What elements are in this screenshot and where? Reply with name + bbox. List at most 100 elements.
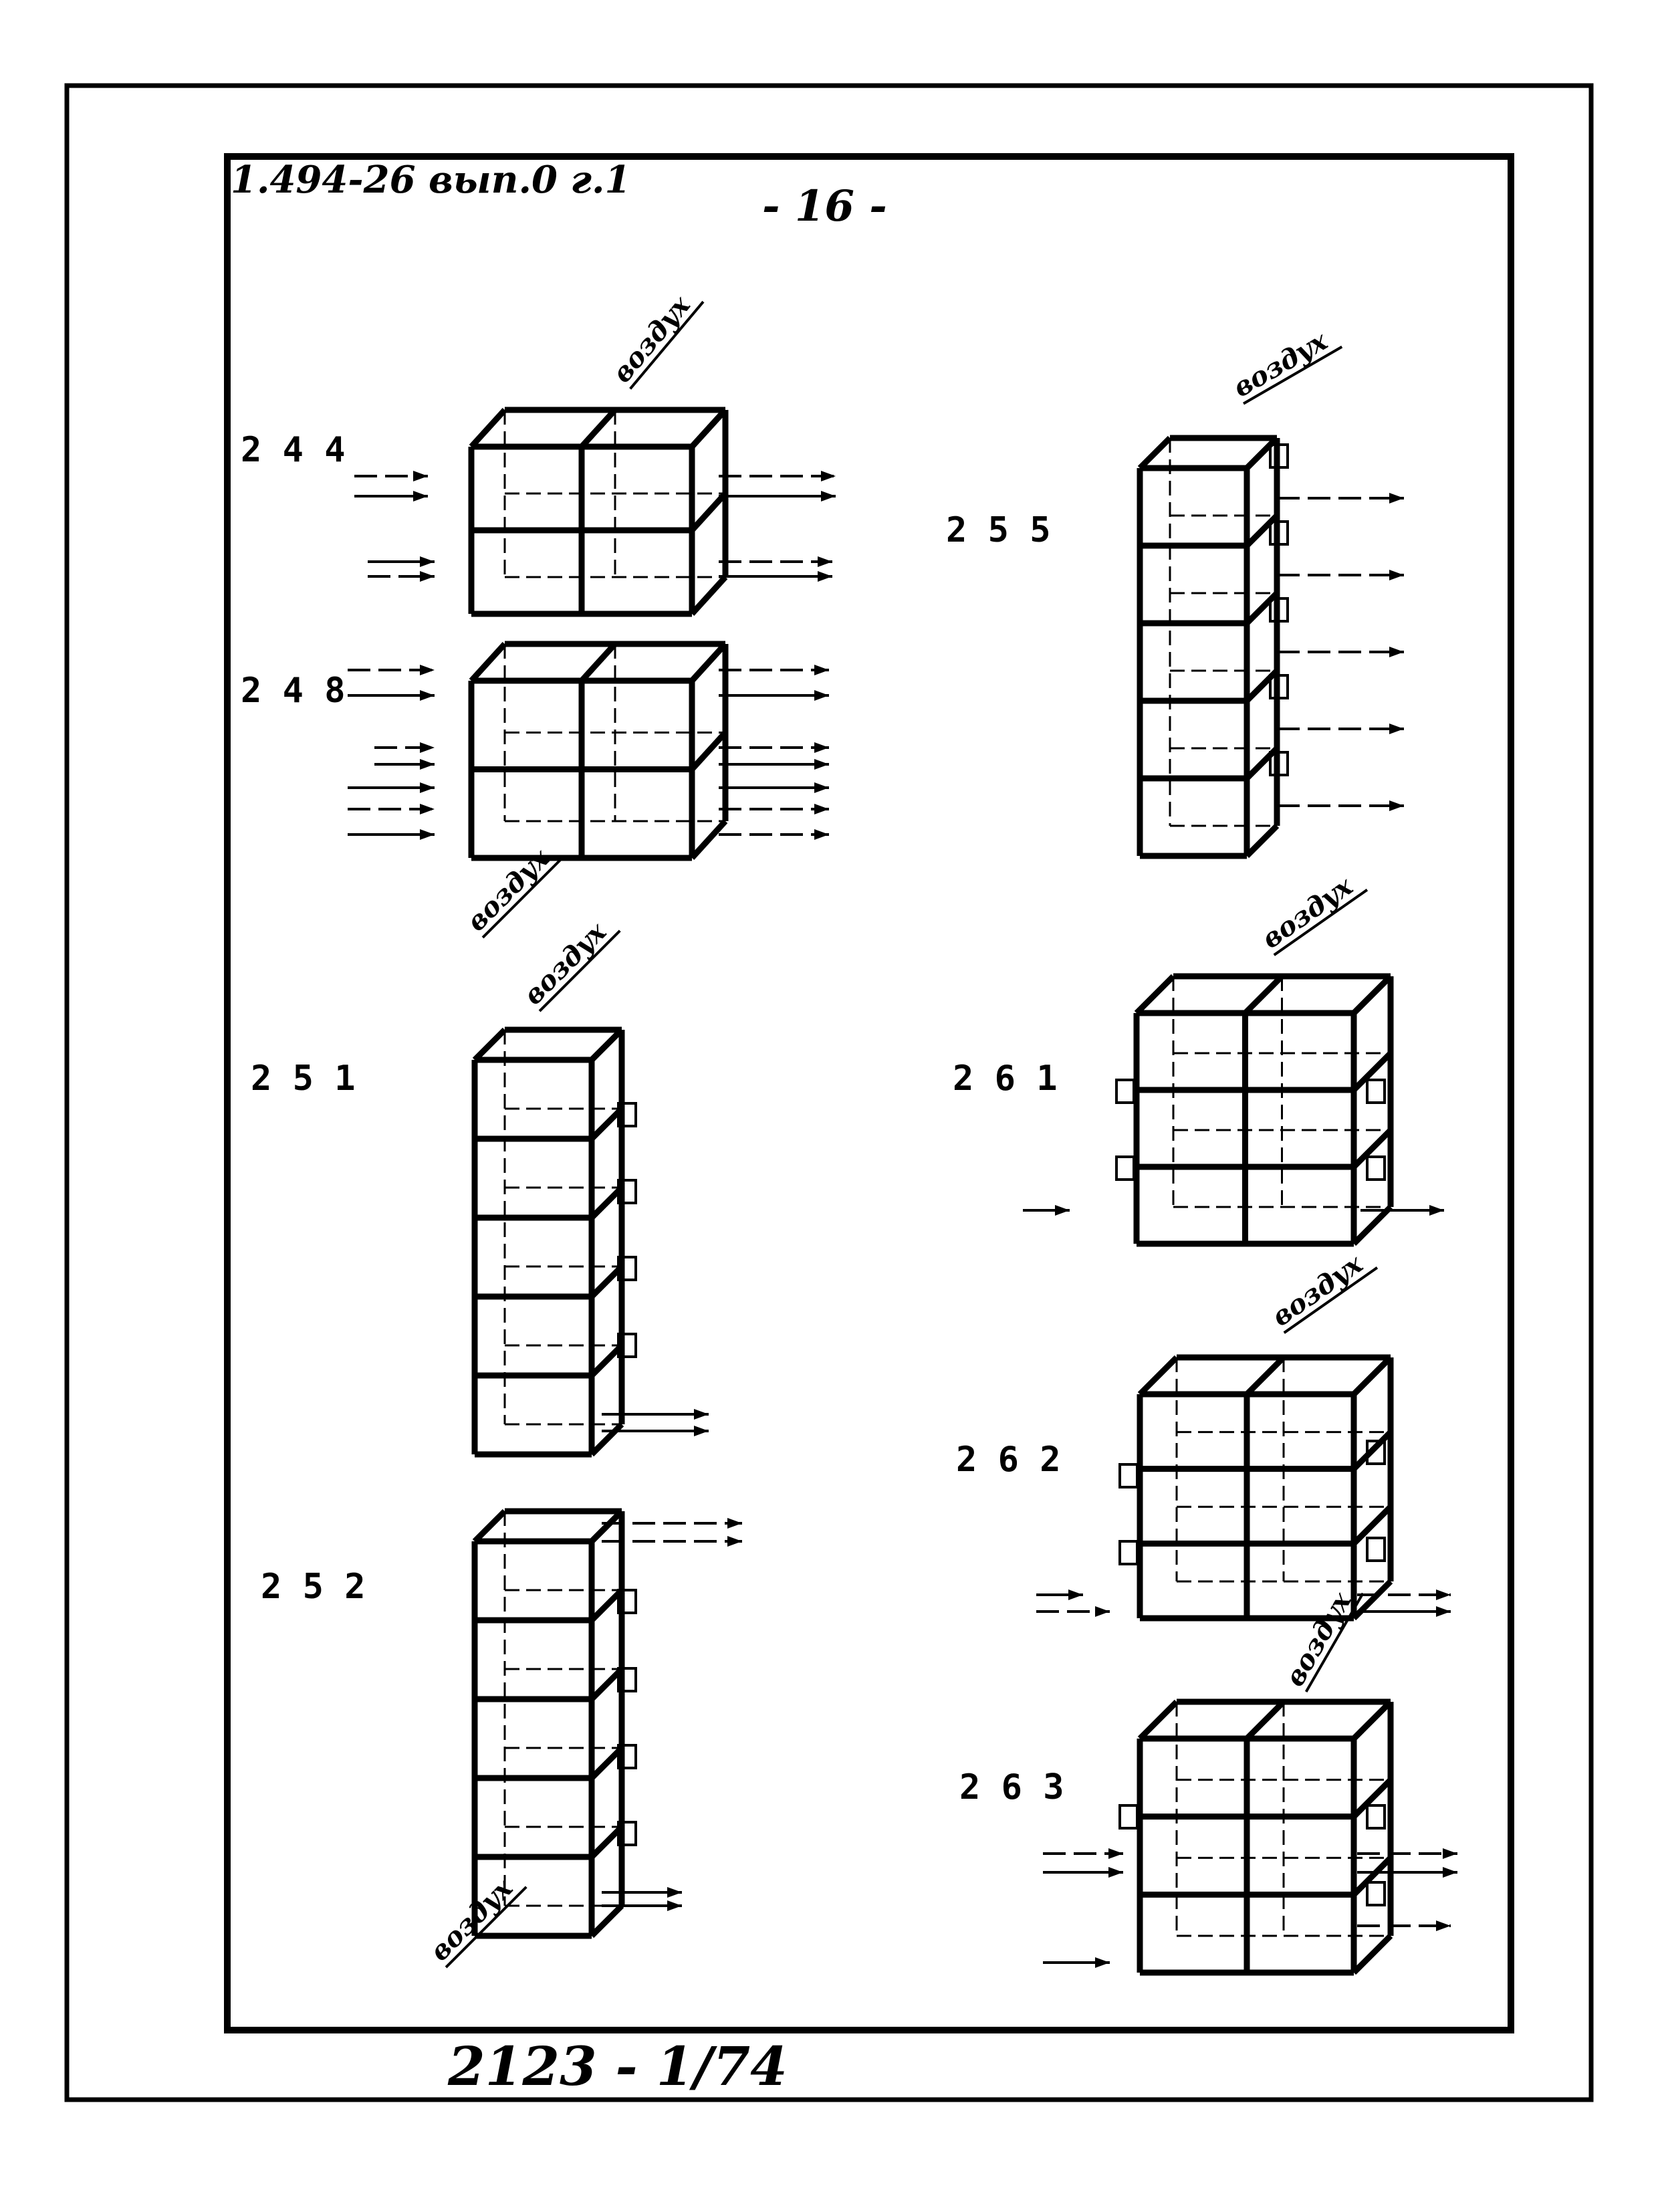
- frame-edge: [469, 641, 507, 683]
- nozzle-stub: [1118, 1540, 1139, 1565]
- unit-261-drawing: [1023, 973, 1444, 1247]
- frame-edge: [689, 818, 728, 861]
- flow-arrowhead: [667, 1900, 682, 1911]
- nozzle-stub: [1118, 1463, 1139, 1488]
- flow-arrowhead: [1055, 1205, 1070, 1216]
- flow-arrowhead: [420, 759, 435, 770]
- unit-number-261: 2 6 1: [953, 1059, 1058, 1099]
- frame-edge: [469, 407, 507, 449]
- flow-arrowhead: [818, 571, 832, 582]
- flow-arrowhead: [420, 804, 435, 814]
- flow-arrowhead: [1389, 493, 1404, 504]
- flow-arrowhead: [1436, 1920, 1451, 1931]
- frame-edge: [589, 1587, 624, 1623]
- frame-edge: [1134, 974, 1176, 1016]
- flow-arrowhead: [420, 690, 435, 701]
- nozzle-stub: [617, 1256, 637, 1281]
- frame-edge: [589, 1185, 624, 1220]
- outer-border: [64, 83, 1594, 2102]
- flow-arrowhead: [727, 1518, 742, 1529]
- flow-arrowhead: [814, 829, 829, 840]
- frame-edge: [589, 1509, 624, 1544]
- flow-arrowhead: [814, 742, 829, 753]
- frame-edge: [1244, 1355, 1286, 1397]
- flow-arrowhead: [1436, 1606, 1451, 1617]
- page-number: - 16 -: [762, 181, 887, 231]
- nozzle-stub: [617, 1667, 637, 1692]
- flow-arrowhead: [420, 742, 435, 753]
- frame-edge: [589, 1666, 624, 1702]
- frame-edge: [589, 1027, 624, 1063]
- flow-arrowhead: [667, 1887, 682, 1898]
- frame-edge: [1244, 823, 1280, 859]
- flow-arrowhead: [1108, 1848, 1123, 1859]
- unit-number-263: 2 6 3: [959, 1767, 1064, 1807]
- flow-arrowhead: [1443, 1867, 1457, 1878]
- frame-edge: [589, 1343, 624, 1378]
- frame-edge: [1351, 1050, 1393, 1093]
- nozzle-stub: [1118, 1804, 1139, 1830]
- flow-arrowhead: [821, 491, 836, 502]
- frame-edge: [1351, 1505, 1393, 1546]
- frame-edge: [1351, 1127, 1393, 1170]
- nozzle-stub: [1366, 1881, 1386, 1906]
- inner-frame: [224, 153, 1514, 2033]
- frame-edge: [1351, 1430, 1393, 1471]
- frame-edge: [472, 1027, 507, 1063]
- flow-arrowhead: [413, 471, 428, 481]
- nozzle-stub: [617, 1821, 637, 1846]
- frame-edge: [1243, 974, 1284, 1016]
- flow-arrowhead: [814, 665, 829, 675]
- flow-arrowhead: [420, 556, 435, 567]
- unit-252-drawing: [471, 1508, 742, 1939]
- flow-arrowhead: [818, 556, 832, 567]
- flow-arrowhead: [413, 491, 428, 502]
- flow-arrowhead: [1389, 724, 1404, 734]
- nozzle-stub: [1366, 1440, 1386, 1465]
- unit-number-252: 2 5 2: [261, 1567, 366, 1607]
- flow-arrowhead: [814, 759, 829, 770]
- flow-arrowhead: [814, 804, 829, 814]
- flow-arrowhead: [1389, 800, 1404, 811]
- frame-edge: [589, 1264, 624, 1299]
- unit-248-drawing: [348, 641, 829, 861]
- frame-edge: [1351, 1933, 1393, 1975]
- frame-edge: [589, 1106, 624, 1141]
- flow-arrowhead: [1108, 1867, 1123, 1878]
- unit-number-262: 2 6 2: [956, 1440, 1061, 1480]
- frame-edge: [1351, 1699, 1393, 1741]
- unit-251-drawing: [471, 1026, 709, 1458]
- frame-edge: [1351, 1856, 1393, 1897]
- flow-arrowhead: [1389, 647, 1404, 657]
- nozzle-stub: [617, 1179, 637, 1204]
- frame-edge: [579, 407, 618, 449]
- frame-edge: [589, 1903, 624, 1939]
- nozzle-stub: [1366, 1079, 1386, 1104]
- flow-arrowhead: [420, 782, 435, 793]
- nozzle-stub: [1269, 597, 1289, 623]
- frame-edge: [1137, 1699, 1179, 1741]
- unit-number-251: 2 5 1: [251, 1059, 356, 1099]
- frame-edge: [689, 491, 728, 533]
- flow-arrowhead: [694, 1426, 709, 1436]
- nozzle-stub: [1366, 1804, 1386, 1830]
- unit-number-248: 2 4 8: [241, 671, 346, 711]
- frame-edge: [1244, 435, 1280, 471]
- nozzle-stub: [617, 1744, 637, 1769]
- frame-edge: [472, 1509, 507, 1544]
- frame-edge: [1137, 435, 1173, 471]
- unit-244-drawing: [354, 407, 836, 617]
- frame-edge: [589, 1422, 624, 1457]
- nozzle-stub: [617, 1102, 637, 1127]
- frame-edge: [589, 1824, 624, 1860]
- flow-arrowhead: [821, 471, 836, 481]
- nozzle-stub: [1269, 520, 1289, 546]
- frame-edge: [589, 1745, 624, 1781]
- nozzle-stub: [617, 1333, 637, 1358]
- frame-edge: [579, 641, 618, 683]
- frame-edge: [689, 730, 728, 772]
- unit-262-drawing: [1036, 1354, 1451, 1622]
- flow-arrowhead: [420, 829, 435, 840]
- flow-arrowhead: [1443, 1848, 1457, 1859]
